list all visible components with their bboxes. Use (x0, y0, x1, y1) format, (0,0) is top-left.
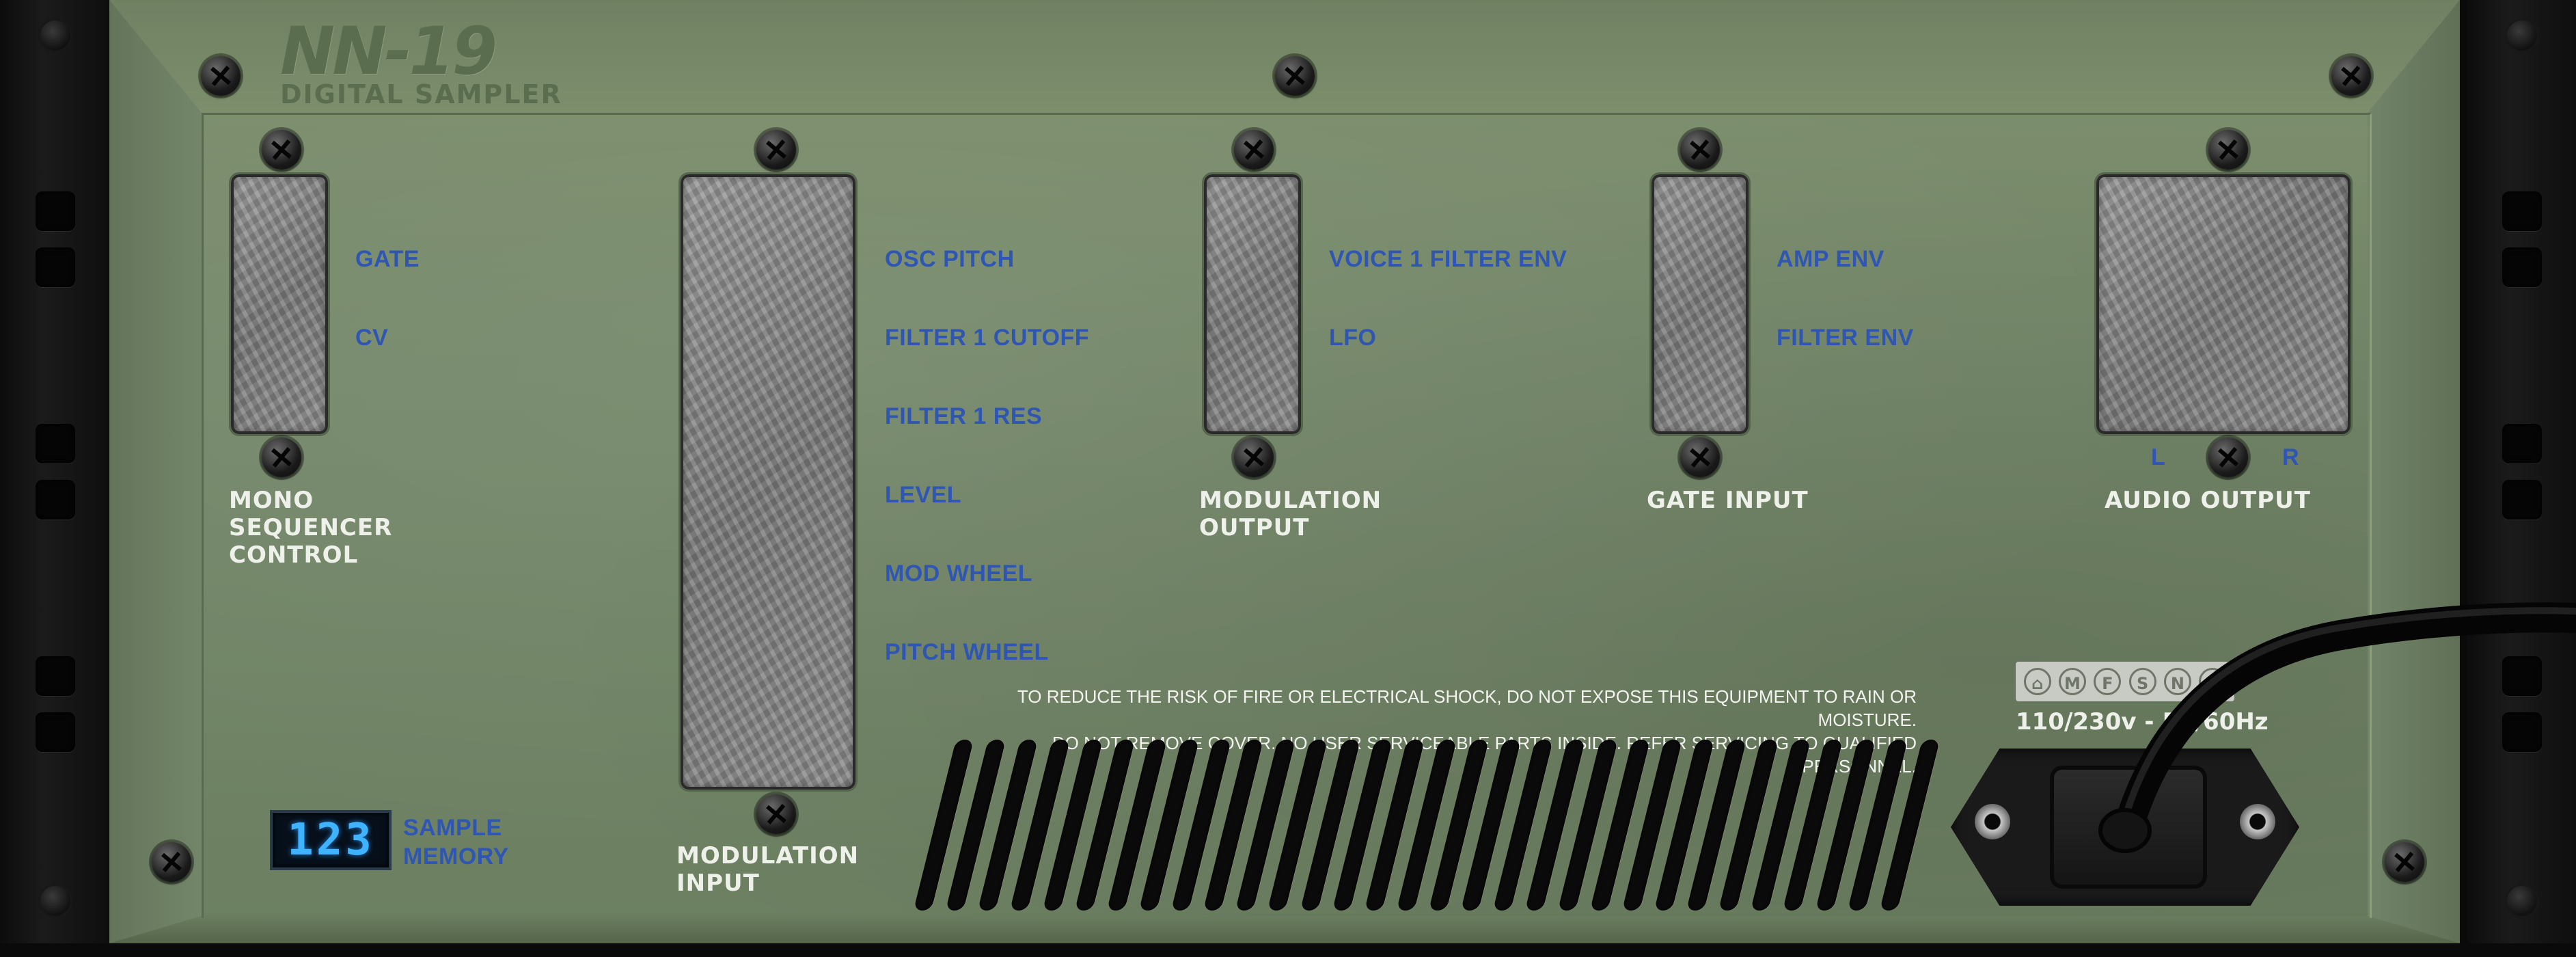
rack-hole (2502, 424, 2542, 463)
lfo-label: LFO (1329, 325, 1377, 351)
n-cert-icon: N (2163, 668, 2191, 695)
osc-pitch-label: OSC PITCH (885, 246, 1015, 272)
rack-hole (2502, 656, 2542, 696)
mod-wheel-label: MOD WHEEL (885, 561, 1033, 587)
modulation-output-title: MODULATION OUTPUT (1199, 487, 1382, 541)
power-socket[interactable] (2050, 766, 2207, 889)
amp-env-label: AMP ENV (1777, 246, 1885, 272)
rack-screw-icon (2507, 21, 2537, 51)
panel-bevel-bottom (109, 916, 2460, 943)
slot-screw-icon (2208, 437, 2248, 477)
mono-sequencer-title: MONO SEQUENCER CONTROL (229, 487, 393, 569)
gate-input-title: GATE INPUT (1647, 487, 1809, 514)
rack-hole (36, 191, 75, 231)
mono-sequencer-slot[interactable] (231, 174, 328, 434)
device-back-panel: NN-19 DIGITAL SAMPLER (109, 0, 2460, 943)
sample-memory-value: 123 (287, 815, 374, 865)
rack-hole (2502, 191, 2542, 231)
rack-hole (2502, 712, 2542, 752)
warning-line-1: TO REDUCE THE RISK OF FIRE OR ELECTRICAL… (1017, 686, 1917, 730)
filter-env-label: FILTER ENV (1777, 325, 1914, 351)
slot-screw-icon (1234, 130, 1274, 170)
panel-screw-icon (2385, 842, 2424, 882)
panel-screw-icon (201, 56, 241, 96)
filter-res-label: FILTER 1 RES (885, 403, 1043, 429)
cv-jack-label: CV (355, 325, 389, 351)
slot-screw-icon (1680, 130, 1720, 170)
panel-screw-icon (2331, 56, 2371, 96)
house-cert-icon: ⌂ (2023, 668, 2051, 695)
ventilation-grille (913, 740, 1940, 911)
rack-rail-right (2467, 0, 2576, 943)
voltage-rating: 110/230v - 50/60Hz (2016, 708, 2269, 736)
m-cert-icon: M (2058, 668, 2086, 695)
audio-left-label: L (2151, 444, 2166, 470)
s-cert-icon: S (2128, 668, 2156, 695)
panel-screw-icon (152, 842, 191, 882)
panel-bevel-right (2368, 0, 2460, 943)
panel-screw-icon (1275, 56, 1315, 96)
modulation-input-title: MODULATION INPUT (676, 842, 860, 897)
rack-hole (2502, 480, 2542, 520)
rack-screw-icon (40, 886, 70, 916)
power-rivet-icon (2240, 804, 2275, 839)
filter-cutoff-label: FILTER 1 CUTOFF (885, 325, 1090, 351)
rack-hole (36, 247, 75, 287)
slot-screw-icon (262, 437, 301, 477)
voice-filter-env-label: VOICE 1 FILTER ENV (1329, 246, 1567, 272)
rack-hole (36, 424, 75, 463)
audio-output-title: AUDIO OUTPUT (2105, 487, 2311, 514)
logo-title: NN-19 (280, 13, 497, 90)
panel-bevel-top (109, 0, 2460, 113)
device-logo: NN-19 DIGITAL SAMPLER (280, 13, 562, 109)
pitch-wheel-label: PITCH WHEEL (885, 639, 1049, 665)
rack-hole (36, 480, 75, 520)
modulation-output-slot[interactable] (1204, 174, 1301, 434)
sample-memory-label: SAMPLE MEMORY (403, 815, 509, 870)
rack-rail-left (0, 0, 109, 943)
audio-output-slot[interactable] (2096, 174, 2351, 434)
gate-input-slot[interactable] (1652, 174, 1749, 434)
rack-hole (36, 656, 75, 696)
slot-screw-icon (262, 130, 301, 170)
rack-screw-icon (40, 21, 70, 51)
modulation-input-slot[interactable] (681, 174, 855, 790)
panel-inner-edge (202, 113, 2372, 918)
f-cert-icon: F (2094, 668, 2122, 695)
panel-bevel-left (109, 0, 202, 943)
slot-screw-icon (1680, 437, 1720, 477)
rack-hole (36, 712, 75, 752)
sample-memory-display: 123 (270, 810, 392, 870)
slot-screw-icon (756, 130, 796, 170)
logo-subtitle: DIGITAL SAMPLER (280, 79, 562, 109)
x-cert-icon: ✕ (2199, 668, 2227, 695)
power-rivet-icon (1975, 804, 2010, 839)
slot-screw-icon (756, 794, 796, 834)
certification-marks: ⌂ M F S N ✕ (2016, 662, 2234, 701)
rack-screw-icon (2507, 886, 2537, 916)
rack-hole (2502, 247, 2542, 287)
audio-right-label: R (2282, 444, 2300, 470)
level-label: LEVEL (885, 482, 962, 508)
slot-screw-icon (1234, 437, 1274, 477)
slot-screw-icon (2208, 130, 2248, 170)
gate-jack-label: GATE (355, 246, 420, 272)
